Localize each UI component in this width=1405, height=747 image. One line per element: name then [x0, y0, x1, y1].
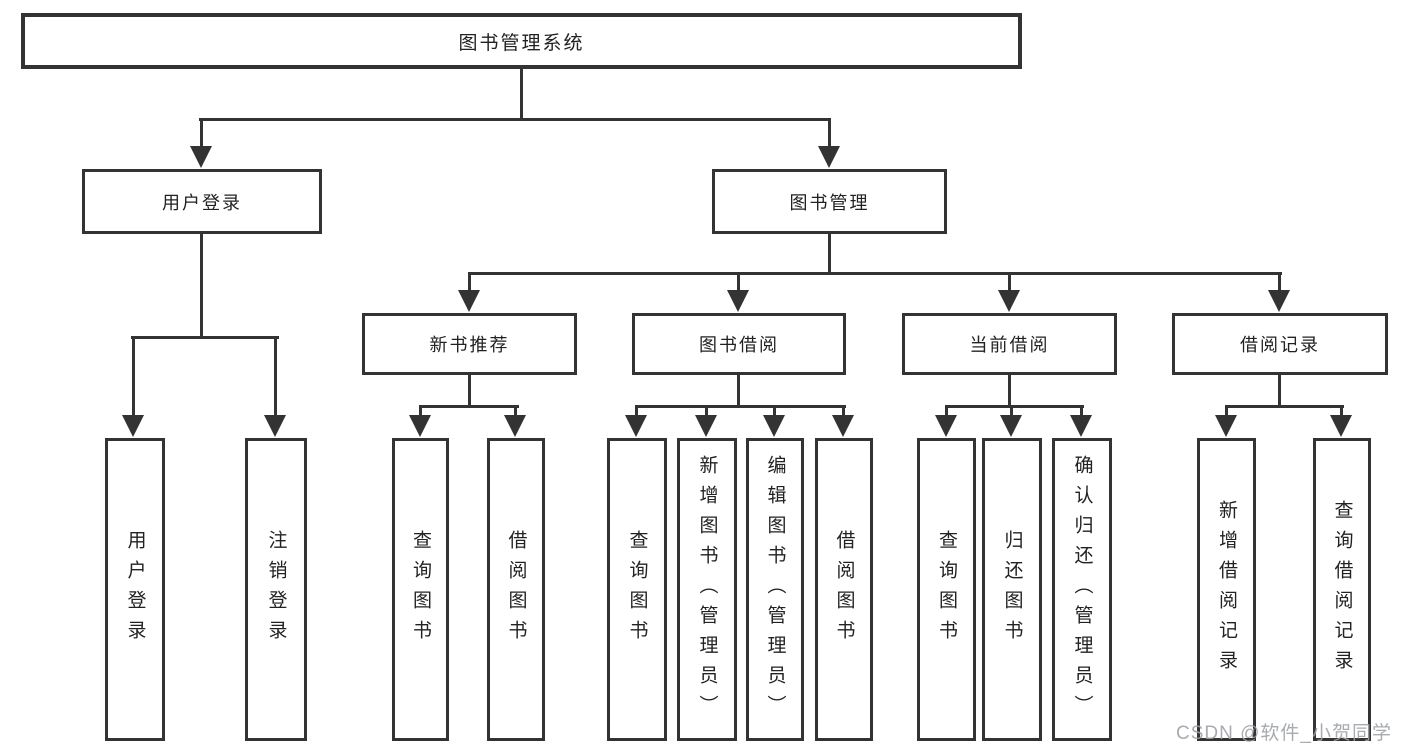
- connector-book-management-vline: [828, 234, 831, 274]
- node-borrow-records: 借阅记录: [1172, 313, 1388, 375]
- node-library-system: 图书管理系统: [21, 13, 1022, 69]
- node-book-borrowing-label: 图书借阅: [699, 335, 779, 355]
- leaf-user-login-label: 用户登录: [124, 529, 146, 650]
- leaf-bb-borrow-books-label: 借阅图书: [833, 529, 855, 650]
- leaf-logout-label: 注销登录: [265, 529, 287, 650]
- leaf-bb-query-books: 查询图书: [607, 438, 667, 741]
- leaf-user-login: 用户登录: [105, 438, 165, 741]
- leaf-br-add-record: 新增借阅记录: [1197, 438, 1256, 741]
- arrowhead-br-add: [1215, 415, 1237, 437]
- arrowhead-book-borrowing: [727, 290, 749, 312]
- leaf-nb-query-books-label: 查询图书: [410, 529, 431, 650]
- connector-arrow-shaft-nb-borrow: [514, 405, 517, 416]
- connector-user-login-hline: [131, 336, 279, 339]
- connector-arrow-shaft-cb-return: [1010, 405, 1013, 416]
- leaf-bb-edit-books-admin-label: 编辑图书（管理员）: [764, 454, 786, 725]
- node-new-book-recommend-label: 新书推荐: [429, 335, 510, 355]
- connector-book-borrowing-vline: [737, 375, 740, 407]
- arrowhead-bb-edit: [763, 415, 785, 437]
- arrowhead-nb-borrow: [504, 415, 526, 437]
- csdn-watermark: CSDN @软件_小贺同学: [1176, 723, 1392, 744]
- node-user-login-label: 用户登录: [162, 192, 242, 213]
- node-library-system-label: 图书管理系统: [458, 32, 585, 54]
- arrowhead-bb-query: [625, 415, 647, 437]
- connector-root-vline: [520, 68, 523, 120]
- leaf-cb-confirm-return-admin: 确认归还（管理员）: [1052, 438, 1112, 741]
- leaf-cb-confirm-return-admin-label: 确认归还（管理员）: [1071, 454, 1093, 725]
- node-current-borrowing: 当前借阅: [902, 313, 1117, 375]
- arrowhead-current-borrowing: [998, 290, 1020, 312]
- arrowhead-cb-query: [935, 415, 957, 437]
- leaf-nb-borrow-books-label: 借阅图书: [505, 529, 527, 650]
- node-book-borrowing: 图书借阅: [632, 313, 846, 375]
- leaf-br-query-record: 查询借阅记录: [1313, 438, 1371, 741]
- connector-arrow-shaft-br-add: [1225, 405, 1228, 416]
- leaf-cb-return-books: 归还图书: [982, 438, 1042, 741]
- connector-arrow-shaft-leaf-logout: [274, 336, 277, 416]
- connector-arrow-shaft-user-login: [200, 118, 203, 147]
- connector-current-borrowing-hline: [945, 405, 1084, 408]
- connector-borrow-records-hline: [1225, 405, 1344, 408]
- arrowhead-user-login: [190, 146, 212, 168]
- connector-root-hline: [199, 118, 831, 121]
- leaf-bb-query-books-label: 查询图书: [626, 529, 648, 650]
- leaf-nb-query-books: 查询图书: [392, 438, 449, 741]
- leaf-bb-edit-books-admin: 编辑图书（管理员）: [746, 438, 804, 741]
- arrowhead-nb-query: [409, 415, 431, 437]
- connector-arrow-shaft-bb-borrow: [842, 405, 845, 416]
- connector-current-borrowing-vline: [1008, 375, 1011, 407]
- node-user-login: 用户登录: [82, 169, 322, 234]
- connector-arrow-shaft-bb-query: [635, 405, 638, 416]
- connector-arrow-shaft-borrow-records: [1278, 272, 1281, 291]
- connector-book-management-hline: [468, 272, 1282, 275]
- connector-arrow-shaft-br-query: [1340, 405, 1343, 416]
- leaf-cb-query-books-label: 查询图书: [936, 529, 957, 650]
- node-new-book-recommend: 新书推荐: [362, 313, 577, 375]
- connector-arrow-shaft-cb-confirm: [1080, 405, 1083, 416]
- connector-user-login-vline: [200, 234, 203, 338]
- leaf-br-query-record-label: 查询借阅记录: [1331, 499, 1353, 680]
- connector-arrow-shaft-nb-query: [419, 405, 422, 416]
- arrowhead-leaf-user-login: [122, 415, 144, 437]
- leaf-nb-borrow-books: 借阅图书: [487, 438, 545, 741]
- connector-arrow-shaft-current-borrowing: [1008, 272, 1011, 291]
- connector-arrow-shaft-book-management: [828, 118, 831, 147]
- arrowhead-bb-add: [695, 415, 717, 437]
- arrowhead-bb-borrow: [832, 415, 854, 437]
- leaf-logout: 注销登录: [245, 438, 307, 741]
- node-borrow-records-label: 借阅记录: [1240, 335, 1320, 355]
- node-book-management: 图书管理: [712, 169, 947, 234]
- node-book-management-label: 图书管理: [789, 192, 870, 213]
- leaf-br-add-record-label: 新增借阅记录: [1216, 499, 1237, 680]
- connector-arrow-shaft-bb-add: [705, 405, 708, 416]
- connector-arrow-shaft-leaf-user-login: [132, 336, 135, 416]
- connector-arrow-shaft-book-borrowing: [737, 272, 740, 291]
- leaf-cb-query-books: 查询图书: [917, 438, 976, 741]
- connector-arrow-shaft-bb-edit: [773, 405, 776, 416]
- connector-new-book-hline: [419, 405, 519, 408]
- connector-arrow-shaft-new-book: [468, 272, 471, 291]
- connector-borrow-records-vline: [1278, 375, 1281, 407]
- arrowhead-cb-confirm: [1070, 415, 1092, 437]
- node-current-borrowing-label: 当前借阅: [969, 335, 1050, 355]
- connector-new-book-vline: [468, 375, 471, 407]
- leaf-bb-add-books-admin-label: 新增图书（管理员）: [696, 454, 718, 725]
- connector-arrow-shaft-cb-query: [945, 405, 948, 416]
- arrowhead-br-query: [1330, 415, 1352, 437]
- arrowhead-borrow-records: [1268, 290, 1290, 312]
- connector-book-borrowing-hline: [635, 405, 846, 408]
- arrowhead-new-book: [458, 290, 480, 312]
- arrowhead-cb-return: [1000, 415, 1022, 437]
- arrowhead-leaf-logout: [264, 415, 286, 437]
- leaf-bb-add-books-admin: 新增图书（管理员）: [677, 438, 737, 741]
- leaf-cb-return-books-label: 归还图书: [1001, 529, 1023, 650]
- arrowhead-book-management: [818, 146, 840, 168]
- leaf-bb-borrow-books: 借阅图书: [815, 438, 873, 741]
